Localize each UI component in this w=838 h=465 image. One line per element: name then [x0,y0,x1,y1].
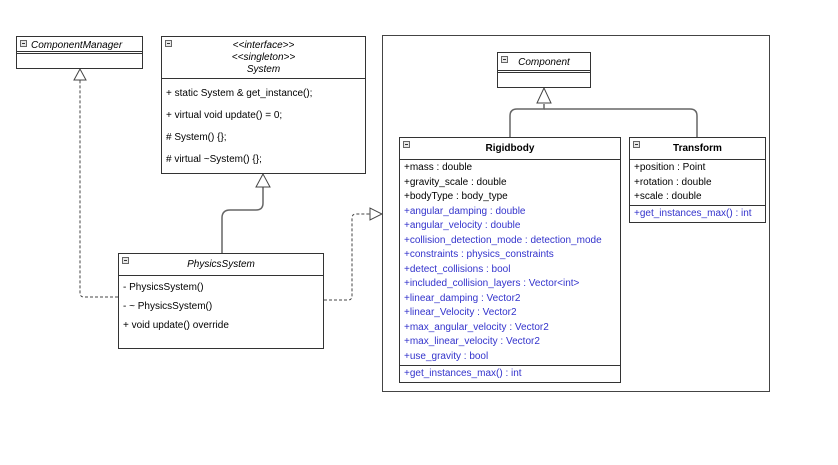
attribute: +scale : double [634,191,702,202]
attribute: +use_gravity : bool [404,350,489,362]
attribute: +detect_collisions : bool [404,263,511,275]
attribute: +max_linear_velocity : Vector2 [404,336,540,347]
collapse-icon[interactable] [403,141,410,148]
attribute: +included_collision_layers : Vector<int> [404,278,580,289]
class-name: ComponentManager [31,40,123,51]
attribute: +max_angular_velocity : Vector2 [404,321,549,333]
method: + static System & get_instance(); [166,88,313,99]
stereotype-singleton: <<singleton>> [231,52,296,63]
collapse-icon[interactable] [165,40,172,47]
generalization-physics-to-system [221,187,264,253]
generalization-rigidbody-to-component [509,104,545,137]
collapse-icon[interactable] [122,257,129,264]
realization-physics-to-componentmanager [79,80,118,298]
realization-arrowhead [369,207,384,221]
attribute: +constraints : physics_constraints [404,249,554,260]
attribute: +rotation : double [634,176,712,188]
class-transform[interactable]: Transform +position : Point +rotation : … [629,137,766,223]
method: + virtual void update() = 0; [166,110,283,121]
class-name: Transform [673,143,722,154]
method: # System() {}; [166,132,227,143]
attribute: +angular_damping : double [404,205,526,217]
class-rigidbody[interactable]: Rigidbody +mass : double +gravity_scale … [399,137,621,383]
class-name: PhysicsSystem [187,259,255,270]
class-system[interactable]: <<interface>> <<singleton>> System + sta… [161,36,366,174]
attribute: +bodyType : body_type [404,191,508,202]
attribute: +angular_velocity : double [404,220,521,231]
class-name: Rigidbody [485,143,535,154]
method: - ~ PhysicsSystem() [123,301,213,312]
class-component[interactable]: Component [497,52,591,88]
class-componentmanager[interactable]: ComponentManager [16,36,143,69]
method: +get_instances_max() : int [634,208,752,219]
stereotype-interface: <<interface>> [232,40,295,51]
class-name: Component [518,57,570,68]
collapse-icon[interactable] [501,56,508,63]
class-name: System [246,64,281,75]
attribute: +gravity_scale : double [404,176,507,188]
method: - PhysicsSystem() [123,282,204,293]
generalization-arrowhead [255,172,271,188]
collapse-icon[interactable] [633,141,640,148]
attribute: +mass : double [404,162,473,173]
generalization-arrowhead [536,86,552,104]
realization-arrowhead [73,67,87,81]
attribute: +linear_Velocity : Vector2 [404,307,517,318]
component-package-frame [382,35,770,392]
generalization-transform-to-component [544,108,698,137]
attribute: +position : Point [634,162,706,173]
method: +get_instances_max() : int [404,368,522,379]
attribute: +linear_damping : Vector2 [404,292,521,304]
realization-physics-to-package [324,213,370,301]
method: # virtual ~System() {}; [166,154,262,165]
method: + void update() override [123,320,229,331]
class-physicssystem[interactable]: PhysicsSystem - PhysicsSystem() - ~ Phys… [118,253,324,349]
collapse-icon[interactable] [20,40,27,47]
attribute: +collision_detection_mode : detection_mo… [404,234,602,246]
